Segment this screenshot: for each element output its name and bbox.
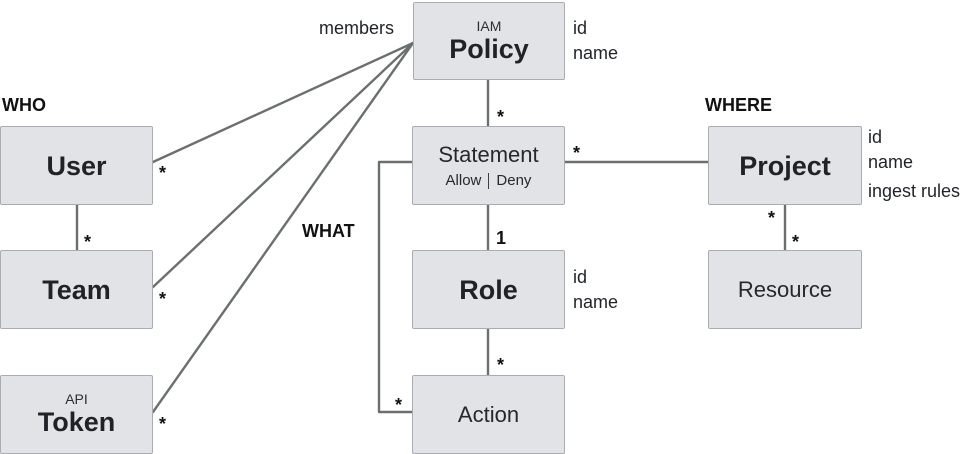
user-title: User: [46, 150, 107, 181]
project-attr-id: id: [868, 127, 883, 147]
mult-token-policy: *: [159, 414, 167, 434]
connector-user-policy: [151, 41, 415, 164]
mult-role-action: *: [497, 355, 505, 375]
token-title: Token: [37, 407, 116, 437]
mult-policy-statement: *: [497, 107, 505, 127]
project-attr-name: name: [868, 152, 914, 172]
mult-project-resource-top: *: [768, 208, 776, 228]
connector-team-policy: [151, 41, 415, 289]
policy-prefix: IAM: [476, 17, 502, 34]
mult-statement-project: *: [573, 143, 581, 163]
token-prefix: API: [65, 391, 88, 407]
entity-action[interactable]: Action: [412, 375, 565, 454]
policy-attr-name: name: [573, 43, 619, 63]
statement-title: Statement: [438, 142, 539, 167]
statement-option-allow[interactable]: Allow: [445, 172, 482, 189]
entity-policy[interactable]: IAM Policy: [413, 2, 565, 80]
connector-statement-action: [377, 160, 414, 414]
mult-statement-role: 1: [496, 228, 507, 248]
project-attr-ingest-rules: ingest rules: [868, 181, 961, 201]
connector-token-policy: [151, 41, 415, 414]
role-attr-id: id: [573, 267, 588, 287]
mult-project-resource-bottom: *: [792, 232, 800, 252]
mult-user-team: *: [84, 232, 92, 252]
policy-attr-id: id: [573, 18, 588, 38]
relation-label-members: members: [319, 18, 395, 38]
team-title: Team: [42, 274, 111, 305]
role-title: Role: [459, 274, 518, 305]
toggle-divider: [488, 172, 490, 189]
project-title: Project: [739, 150, 831, 181]
entity-token[interactable]: API Token: [0, 375, 153, 454]
mult-statement-action: *: [395, 395, 403, 415]
entity-user[interactable]: User: [0, 126, 153, 205]
statement-option-deny[interactable]: Deny: [496, 172, 532, 189]
section-who: WHO: [2, 95, 46, 115]
entity-resource[interactable]: Resource: [708, 250, 862, 329]
entity-statement[interactable]: Statement Allow Deny: [412, 126, 565, 205]
statement-effect-toggle[interactable]: Allow Deny: [446, 172, 532, 189]
entity-role[interactable]: Role: [412, 250, 565, 329]
action-title: Action: [457, 401, 520, 427]
resource-title: Resource: [737, 276, 833, 302]
entity-project[interactable]: Project: [708, 126, 862, 205]
section-where: WHERE: [705, 95, 772, 115]
section-what: WHAT: [302, 221, 355, 241]
mult-team-policy: *: [159, 289, 167, 309]
role-attr-name: name: [573, 292, 619, 312]
policy-title: Policy: [449, 33, 529, 64]
mult-user-policy: *: [159, 163, 167, 183]
entity-team[interactable]: Team: [0, 250, 153, 329]
